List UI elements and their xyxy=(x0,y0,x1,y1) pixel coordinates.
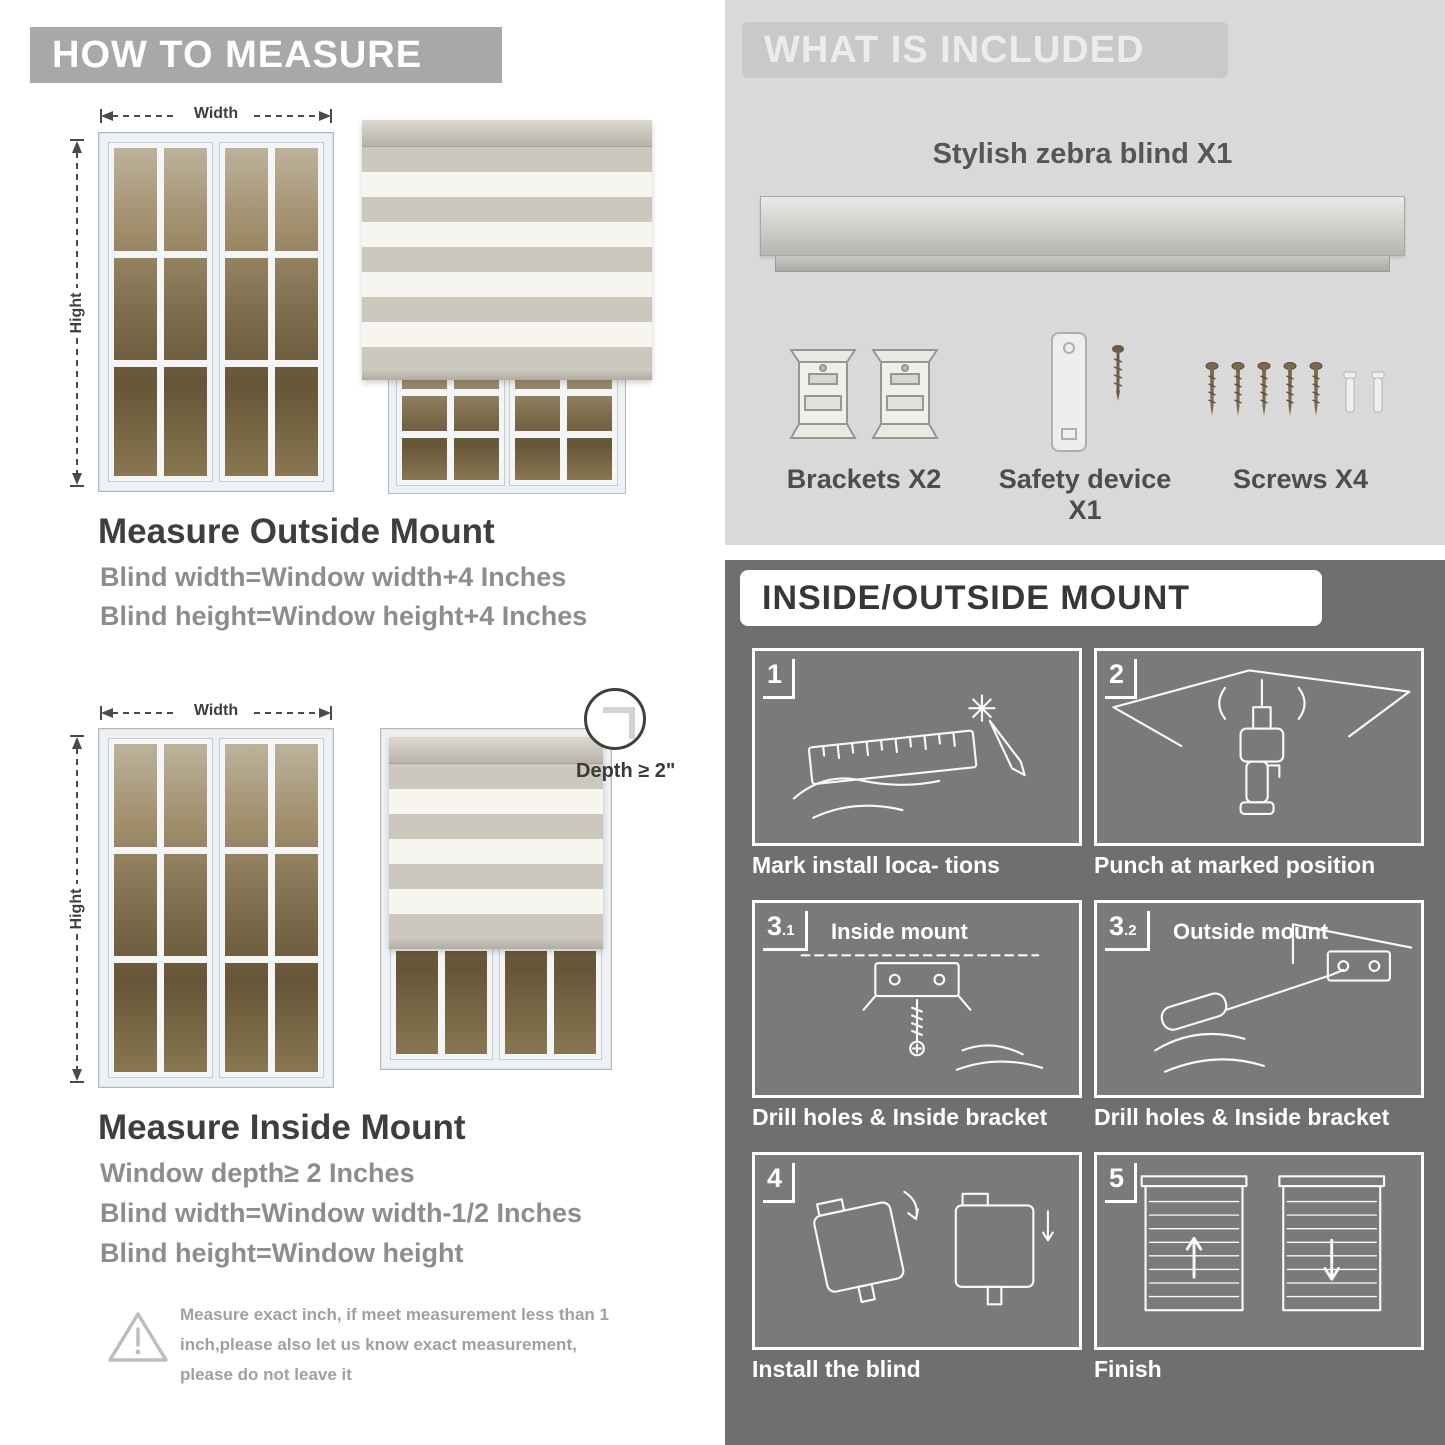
brackets-label: Brackets X2 xyxy=(786,464,942,494)
depth-label: Depth ≥ 2" xyxy=(576,760,676,782)
mount-header: INSIDE/OUTSIDE MOUNT xyxy=(740,570,1322,626)
screws-group: Screws X4 xyxy=(1198,330,1403,495)
step-5-caption: Finish xyxy=(1094,1356,1162,1382)
step-2-illustration xyxy=(1112,669,1411,815)
width-label-inside: Width xyxy=(189,702,243,720)
step-1-caption: Mark install loca- tions xyxy=(752,852,1000,878)
blind-bottom-rail xyxy=(362,368,652,380)
step-1-illustration xyxy=(792,694,1026,819)
brackets-group: Brackets X2 xyxy=(778,330,950,495)
window-illustration-inside xyxy=(98,728,334,1088)
step-3-2-badge: 3.2 xyxy=(1105,911,1150,952)
blind-stripes xyxy=(389,764,603,937)
safety-device-group: Safety device X1 xyxy=(985,330,1185,526)
zebra-blind xyxy=(362,120,652,380)
height-arrow-line xyxy=(70,735,84,1083)
included-panel xyxy=(725,0,1445,545)
step-1-badge: 1 xyxy=(763,659,796,700)
step-5-cell: 5 xyxy=(1094,1152,1424,1350)
step-5-badge: 5 xyxy=(1105,1163,1138,1204)
outside-mount-line1: Blind width=Window width+4 Inches xyxy=(100,562,567,592)
step-5-illustration xyxy=(1140,1175,1386,1312)
blind-bottom-rail xyxy=(389,937,603,949)
blind-illustration-inside xyxy=(380,728,612,1070)
inside-mount-title: Measure Inside Mount xyxy=(98,1108,466,1147)
step-4-badge: 4 xyxy=(763,1163,796,1204)
inside-mount-line2: Blind width=Window width-1/2 Inches xyxy=(100,1198,583,1228)
width-label-outside: Width xyxy=(189,105,243,123)
width-arrow-inside: Width xyxy=(98,702,334,723)
step-1-cell: 1 xyxy=(752,648,1082,846)
step-3-2-title: Outside mount xyxy=(1173,919,1329,944)
outside-mount-line2: Blind height=Window height+4 Inches xyxy=(100,601,588,631)
screws-label: Screws X4 xyxy=(1232,464,1369,494)
step-3-2-caption: Drill holes & Inside bracket xyxy=(1094,1104,1390,1130)
headrail-illustration xyxy=(760,196,1405,256)
width-arrow-line xyxy=(100,706,332,720)
step-2-caption: Punch at marked position xyxy=(1094,852,1376,878)
step-3-2-illustration xyxy=(1154,923,1413,1073)
warning-icon xyxy=(106,1308,170,1373)
step-3-1-illustration xyxy=(800,954,1044,1071)
warning-text: Measure exact inch, if meet measurement … xyxy=(180,1305,609,1384)
window-illustration-outside xyxy=(98,132,334,492)
depth-callout-circle xyxy=(584,688,646,750)
headrail-lip xyxy=(775,256,1390,272)
window-sash xyxy=(219,142,324,482)
step-4-illustration xyxy=(813,1190,1054,1306)
height-arrow-line xyxy=(70,139,84,487)
safety-device-icon xyxy=(985,330,1185,458)
step-4-caption: Install the blind xyxy=(752,1356,921,1382)
step-3-1-cell: 3.1 Inside mount xyxy=(752,900,1082,1098)
window-sash xyxy=(219,738,324,1078)
blind-cassette xyxy=(362,120,652,147)
height-arrow-inside: Hight xyxy=(68,734,86,1084)
what-is-included-header: WHAT IS INCLUDED xyxy=(742,22,1228,78)
width-arrow-outside: Width xyxy=(98,105,334,126)
zebra-blind-inside xyxy=(389,737,603,949)
step-2-cell: 2 xyxy=(1094,648,1424,846)
blind-cassette xyxy=(389,737,603,764)
window-sash xyxy=(108,142,213,482)
safety-device-label: Safety device X1 xyxy=(998,464,1172,525)
window-sash xyxy=(108,738,213,1078)
step-3-1-badge: 3.1 xyxy=(763,911,808,952)
blind-stripes xyxy=(362,147,652,368)
step-3-1-title: Inside mount xyxy=(831,919,968,944)
how-to-measure-header: HOW TO MEASURE xyxy=(30,27,502,83)
height-arrow-outside: Hight xyxy=(68,138,86,488)
outside-mount-title: Measure Outside Mount xyxy=(98,512,495,551)
step-3-1-caption: Drill holes & Inside bracket xyxy=(752,1104,1048,1130)
step-3-2-cell: 3.2 Outside mount xyxy=(1094,900,1424,1098)
zebra-blind-label: Stylish zebra blind X1 xyxy=(932,138,1233,170)
width-arrow-line xyxy=(100,109,332,123)
step-2-badge: 2 xyxy=(1105,659,1138,700)
inside-mount-line1: Window depth≥ 2 Inches xyxy=(100,1158,415,1188)
blind-illustration-outside xyxy=(362,120,652,494)
inside-mount-line3: Blind height=Window height xyxy=(100,1238,464,1268)
step-4-cell: 4 xyxy=(752,1152,1082,1350)
